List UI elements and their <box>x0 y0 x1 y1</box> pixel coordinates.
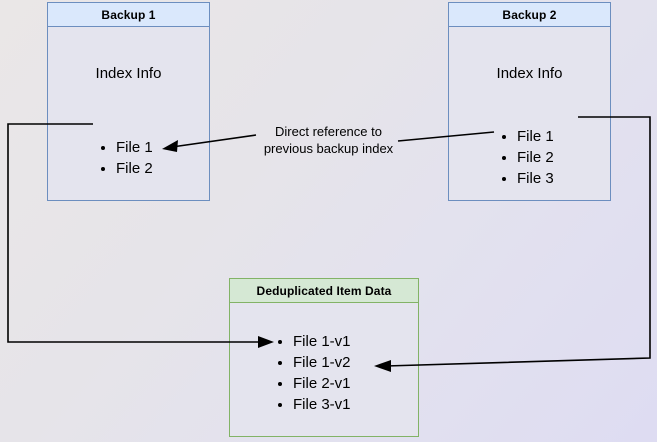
list-item: File 3 <box>500 168 554 189</box>
list-item: File 2 <box>99 158 153 179</box>
backup-2-body: Index Info File 1 File 2 File 3 <box>449 27 610 200</box>
backup-1-index-info-label: Index Info <box>95 65 162 82</box>
backup-2-box[interactable]: Backup 2 Index Info File 1 File 2 File 3 <box>448 2 611 201</box>
list-item: File 1-v2 <box>276 352 351 373</box>
list-item: File 3-v1 <box>276 394 351 415</box>
list-item: File 2-v1 <box>276 373 351 394</box>
backup-1-file-list: File 1 File 2 <box>99 137 153 179</box>
deduplicated-file-list: File 1-v1 File 1-v2 File 2-v1 File 3-v1 <box>276 331 351 415</box>
list-item: File 1 <box>99 137 153 158</box>
backup-2-index-info-label: Index Info <box>496 65 563 82</box>
list-item: File 1-v1 <box>276 331 351 352</box>
deduplicated-item-data-box[interactable]: Deduplicated Item Data File 1-v1 File 1-… <box>229 278 419 437</box>
edge-label-line-1: Direct reference to <box>275 124 382 139</box>
list-item: File 1 <box>500 126 554 147</box>
direct-reference-edge-label: Direct reference to previous backup inde… <box>251 123 406 157</box>
backup-2-file-list: File 1 File 2 File 3 <box>500 126 554 189</box>
backup-1-body: Index Info File 1 File 2 <box>48 27 209 200</box>
backup-1-box[interactable]: Backup 1 Index Info File 1 File 2 <box>47 2 210 201</box>
backup-2-header: Backup 2 <box>449 3 610 27</box>
deduplicated-item-data-header: Deduplicated Item Data <box>230 279 418 303</box>
edge-label-line-2: previous backup index <box>263 141 394 156</box>
backup-1-header: Backup 1 <box>48 3 209 27</box>
list-item: File 2 <box>500 147 554 168</box>
deduplicated-item-data-body: File 1-v1 File 1-v2 File 2-v1 File 3-v1 <box>230 303 418 436</box>
